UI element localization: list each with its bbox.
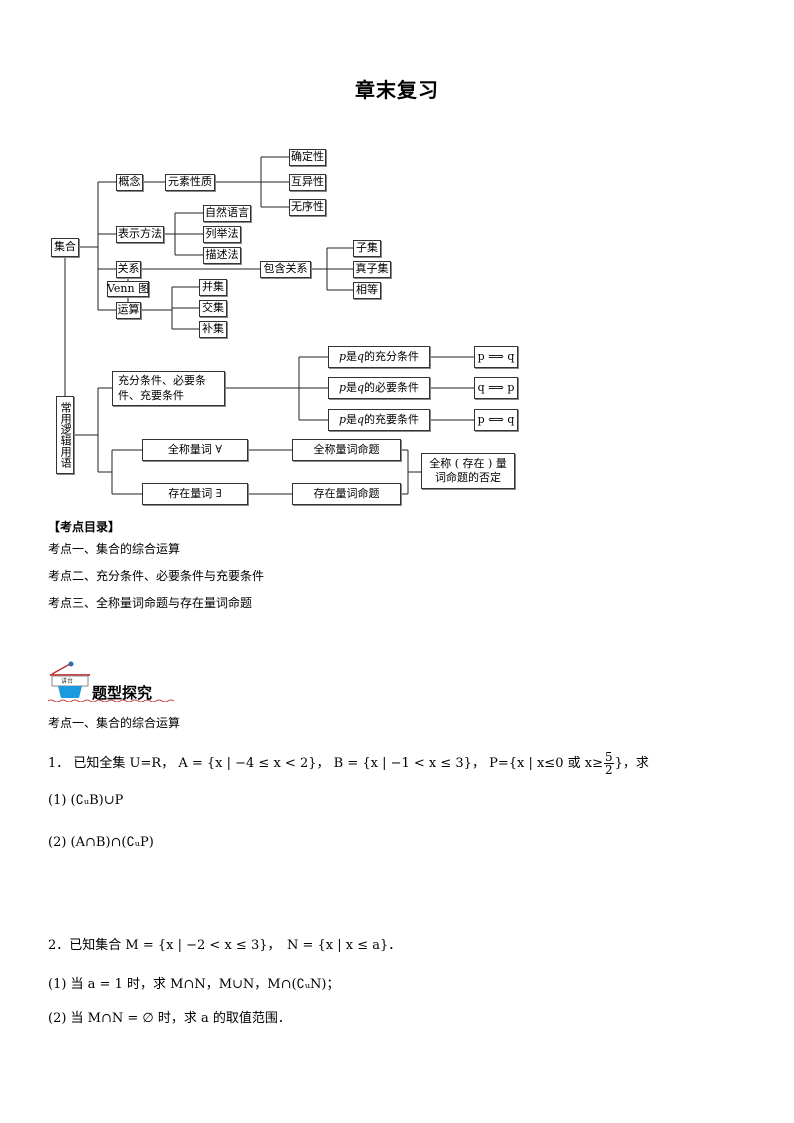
label-is: 是	[346, 349, 357, 363]
problem-1-part-2: (2) (A∩B)∩(∁ᵤP)	[48, 835, 154, 850]
node-set-root: 集合	[51, 238, 79, 257]
problem-number: 2．	[48, 938, 70, 953]
node-intersection: 交集	[199, 300, 227, 317]
section-badge: 讲台 题型探究	[47, 660, 178, 703]
node-method-description: 描述法	[203, 247, 241, 264]
node-universal-proposition: 全称量词命题	[292, 439, 401, 461]
problem-text: 已知集合 M = {x | −2 < x ≤ 3}， N = {x | x ≤ …	[69, 938, 402, 953]
node-element-property: 元素性质	[165, 174, 215, 191]
node-property-definiteness: 确定性	[289, 149, 326, 166]
label-condition: 的充要条件	[364, 412, 420, 426]
var-p: p	[338, 380, 346, 394]
node-complement: 补集	[199, 321, 227, 338]
node-sufficient-condition: p 是 q 的充分条件	[328, 346, 430, 368]
problem-intro: 已知全集 U=R，	[73, 756, 175, 771]
node-equal: 相等	[353, 282, 381, 299]
node-subset: 子集	[353, 240, 381, 257]
set-p-definition: P={x | x≤0 或 x≥	[489, 756, 603, 771]
var-q: q	[357, 380, 365, 394]
node-representation: 表示方法	[116, 226, 164, 243]
node-union: 并集	[199, 279, 227, 296]
node-concept: 概念	[116, 174, 143, 191]
section-heading: 考点一、集合的综合运算	[48, 716, 181, 730]
label-condition: 的充分条件	[364, 349, 420, 363]
node-venn: Venn 图	[107, 281, 149, 297]
problem-2-part-1: (1) 当 a = 1 时，求 M∩N，M∪N，M∩(∁ᵤN)；	[48, 977, 340, 992]
node-symbol-implied-by: q ⟹ p	[474, 377, 518, 399]
fraction-numerator: 5	[603, 750, 614, 764]
mindmap-connectors	[64, 156, 474, 495]
set-p-suffix: }，求	[614, 756, 649, 771]
toc-item[interactable]: 考点三、全称量词命题与存在量词命题	[48, 596, 253, 610]
node-sufficient-necessary-condition: p 是 q 的充要条件	[328, 409, 430, 431]
set-a-definition: A = {x | −4 ≤ x < 2}，	[178, 756, 330, 771]
podium-label: 讲台	[61, 678, 74, 685]
toc-item[interactable]: 考点二、充分条件、必要条件与充要条件	[48, 569, 265, 583]
node-proper-subset: 真子集	[353, 261, 391, 278]
problem-2-statement: 2．已知集合 M = {x | −2 < x ≤ 3}， N = {x | x …	[48, 934, 401, 953]
problem-2-part-2: (2) 当 M∩N = ∅ 时，求 a 的取值范围．	[48, 1011, 291, 1026]
node-symbol-implies: p ⟹ q	[474, 346, 518, 368]
node-operation: 运算	[116, 302, 141, 319]
node-symbol-iff: p ⟺ q	[474, 409, 518, 431]
toc-item[interactable]: 考点一、集合的综合运算	[48, 542, 181, 556]
var-p: p	[338, 412, 346, 426]
node-relation: 关系	[116, 261, 141, 278]
problem-1-part-1: (1) (∁ᵤB)∪P	[48, 793, 124, 808]
node-existential-proposition: 存在量词命题	[292, 483, 401, 505]
node-inclusion: 包含关系	[260, 261, 311, 278]
label-condition: 的必要条件	[364, 380, 420, 394]
var-q: q	[357, 349, 365, 363]
fraction-denominator: 2	[604, 763, 613, 777]
node-conditions: 充分条件、必要条件、充要条件	[112, 371, 225, 406]
node-method-enumeration: 列举法	[203, 226, 241, 243]
podium-icon	[47, 661, 175, 703]
node-universal-quantifier: 全称量词 ∀	[142, 439, 248, 461]
toc-heading: 【考点目录】	[48, 520, 121, 534]
section-badge-title: 题型探究	[92, 684, 153, 702]
node-negation: 全称 ( 存在 ) 量词命题的否定	[421, 453, 515, 489]
var-p: p	[338, 349, 346, 363]
set-b-definition: B = {x | −1 < x ≤ 3}，	[333, 756, 485, 771]
label-is: 是	[346, 380, 357, 394]
page-title: 章末复习	[355, 78, 439, 102]
node-property-unorderedness: 无序性	[289, 199, 326, 216]
label-is: 是	[346, 412, 357, 426]
problem-number: 1．	[48, 756, 70, 771]
var-q: q	[357, 412, 365, 426]
node-existential-quantifier: 存在量词 ∃	[142, 483, 248, 505]
node-property-distinctness: 互异性	[289, 174, 326, 191]
problem-1-statement: 1． 已知全集 U=R， A = {x | −4 ≤ x < 2}， B = {…	[48, 751, 649, 776]
node-logic-root: 常用逻辑用语	[56, 396, 74, 474]
node-necessary-condition: p 是 q 的必要条件	[328, 377, 430, 399]
node-method-natural-language: 自然语言	[203, 205, 251, 222]
